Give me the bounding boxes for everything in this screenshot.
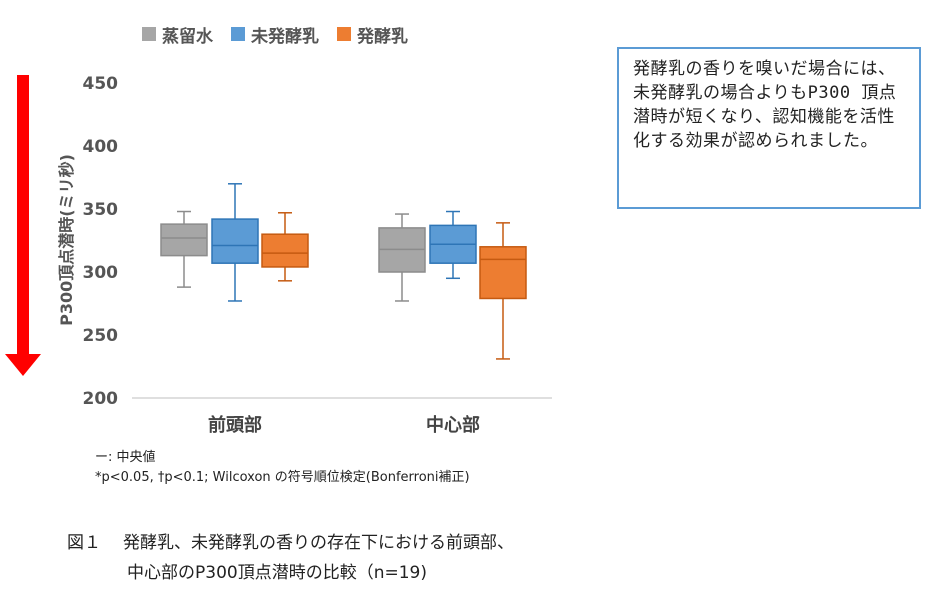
down-arrow-head (5, 354, 41, 376)
legend-swatch (231, 27, 245, 41)
caption-line-1: 発酵乳、未発酵乳の香りの存在下における前頭部、 (123, 533, 514, 553)
y-tick-label: 300 (83, 263, 119, 283)
legend-swatch (142, 27, 156, 41)
legend-label: 未発酵乳 (251, 26, 319, 47)
box-fermented-milk (479, 246, 527, 300)
chart-notes: ー: 中央値 *p<0.05, †p<0.1; Wilcoxon の符号順位検定… (95, 448, 470, 488)
chart-legend: 蒸留水 未発酵乳 発酵乳 (142, 22, 408, 47)
y-axis-title: P300頂点潜時(ミリ秒) (57, 154, 76, 326)
figure-caption: 図１ 発酵乳、未発酵乳の香りの存在下における前頭部、 中心部のP300頂点潜時の比… (67, 528, 514, 588)
x-tick-label: 中心部 (426, 414, 480, 436)
y-tick-label: 250 (83, 326, 119, 346)
y-tick-label: 450 (83, 74, 119, 94)
box-distilled-water (160, 223, 208, 257)
callout-text: 発酵乳の香りを嗅いだ場合には、未発酵乳の場合よりもP300 頂点潜時が短くなり、… (633, 59, 897, 151)
legend-swatch (337, 27, 351, 41)
legend-item-fermented-milk: 発酵乳 (337, 22, 408, 47)
legend-item-distilled-water: 蒸留水 (142, 22, 213, 47)
legend-item-unfermented-milk: 未発酵乳 (231, 22, 319, 47)
x-tick-label: 前頭部 (208, 414, 262, 436)
median-note: ー: 中央値 (95, 450, 156, 465)
figure-label: 図１ (67, 533, 101, 553)
down-arrow-shaft (17, 75, 29, 357)
y-tick-label: 400 (83, 137, 119, 157)
y-tick-label: 350 (83, 200, 119, 220)
box-fermented-milk (261, 233, 309, 268)
box-unfermented-milk (211, 218, 259, 264)
significance-note: *p<0.05, †p<0.1; Wilcoxon の符号順位検定(Bonfer… (95, 470, 470, 485)
legend-label: 発酵乳 (357, 26, 408, 47)
caption-line-2: 中心部のP300頂点潜時の比較（n=19) (127, 563, 427, 583)
legend-label: 蒸留水 (162, 26, 213, 47)
result-callout-box: 発酵乳の香りを嗅いだ場合には、未発酵乳の場合よりもP300 頂点潜時が短くなり、… (617, 47, 921, 209)
y-tick-label: 200 (83, 389, 119, 409)
